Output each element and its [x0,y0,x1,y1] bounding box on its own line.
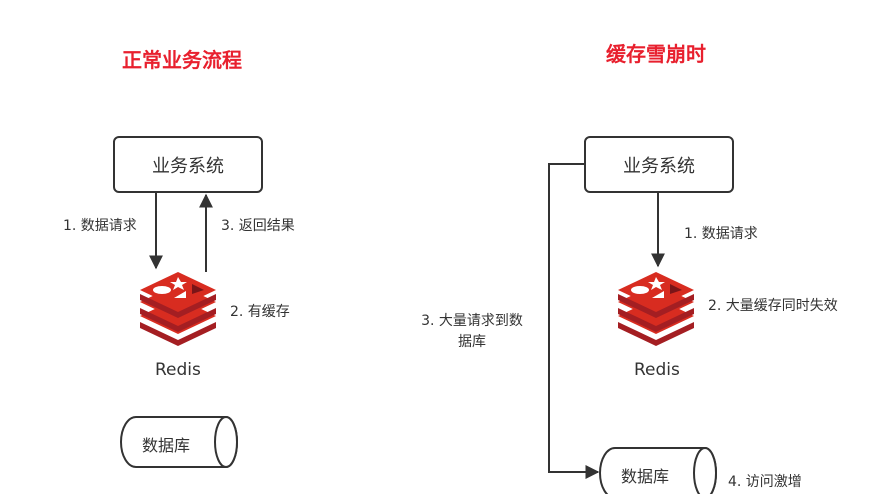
right-step2-label: 2. 大量缓存同时失效 [708,298,838,314]
left-database-label: 数据库 [142,436,191,455]
right-business-system-box: 业务系统 [584,136,734,193]
right-step4-label: 4. 访问激增 [728,474,802,490]
right-step1-label: 1. 数据请求 [684,226,758,242]
left-panel-title: 正常业务流程 [122,48,242,72]
right-step3-label: 3. 大量请求到数 据库 [404,311,540,353]
right-database-label: 数据库 [621,467,670,486]
right-database-cylinder [599,447,717,494]
right-panel-title: 缓存雪崩时 [606,42,706,66]
right-redis-label: Redis [634,360,680,380]
right-bypass-arrow [548,163,600,479]
redis-logo-icon [140,272,216,346]
left-business-system-label: 业务系统 [152,155,224,177]
right-step3-line1: 3. 大量请求到数 [421,313,523,329]
right-business-system-label: 业务系统 [623,155,695,177]
left-business-system-box: 业务系统 [113,136,263,193]
left-step3-label: 3. 返回结果 [221,218,295,234]
left-step1-label: 1. 数据请求 [63,218,137,234]
right-step3-line2: 据库 [458,334,486,350]
left-redis-label: Redis [155,360,201,380]
left-step2-label: 2. 有缓存 [230,304,290,320]
left-database-cylinder [120,416,238,468]
redis-logo-icon [618,272,694,346]
